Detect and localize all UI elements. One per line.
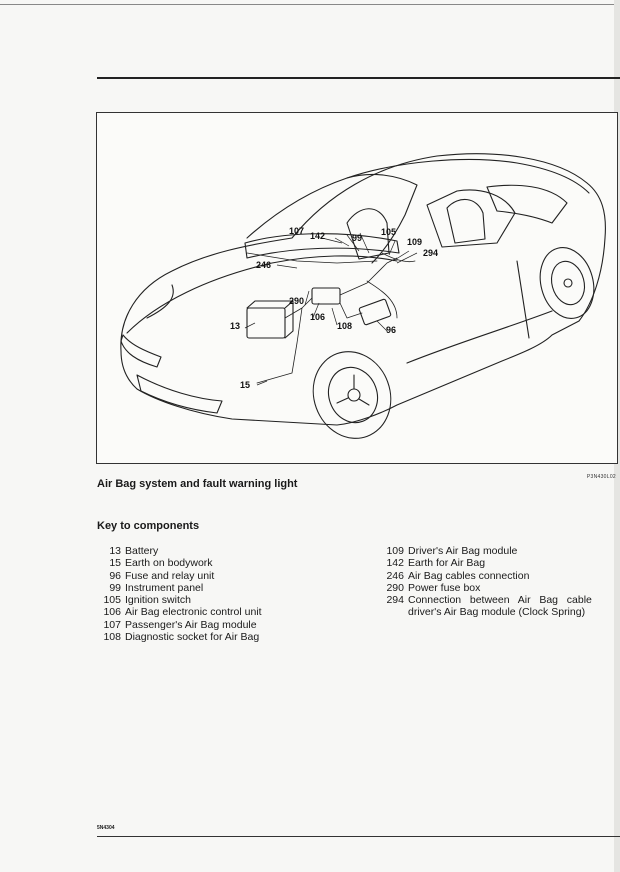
- callout-96: 96: [386, 325, 396, 335]
- hood-crease: [146, 284, 174, 319]
- top-edge-rule: [0, 4, 620, 5]
- component-row: 13 Battery: [97, 545, 357, 557]
- component-number: 109: [386, 545, 404, 557]
- callout-13: 13: [230, 321, 240, 331]
- component-desc: Fuse and relay unit: [125, 569, 215, 582]
- figure-code: P3N430L02: [586, 474, 616, 480]
- component-number: 294: [386, 594, 404, 607]
- component-desc: Air Bag electronic control unit: [125, 606, 262, 619]
- component-number: 106: [103, 606, 121, 619]
- callout-105: 105: [381, 227, 396, 237]
- callout-106: 106: [310, 312, 325, 322]
- callout-99: 99: [352, 233, 362, 243]
- component-number: 142: [386, 557, 404, 570]
- front-wheel: [312, 351, 392, 439]
- callout-15: 15: [240, 380, 250, 390]
- airbag-ecu: [311, 287, 341, 305]
- grille: [136, 374, 223, 414]
- component-row: 99 Instrument panel: [97, 582, 357, 594]
- component-row-continuation: driver's Air Bag module (Clock Spring): [380, 606, 620, 618]
- component-desc: Passenger's Air Bag module: [125, 618, 257, 631]
- component-number: 107: [103, 618, 121, 631]
- component-row: 109 Driver's Air Bag module: [380, 545, 620, 557]
- callout-109: 109: [407, 237, 422, 247]
- header-rule: [97, 77, 620, 79]
- component-desc: Instrument panel: [125, 581, 204, 594]
- component-number: 290: [386, 581, 404, 594]
- component-desc: Battery: [125, 545, 159, 557]
- callout-290: 290: [289, 296, 304, 306]
- component-number: 246: [386, 569, 404, 582]
- headlight: [120, 334, 162, 368]
- hood-line: [126, 255, 398, 334]
- callout-107: 107: [289, 226, 304, 236]
- dashboard: [244, 233, 400, 259]
- airbag-system-figure: 107 142 99 105 109 294 246 290 106 108 1…: [96, 112, 618, 464]
- roof-line: [346, 158, 590, 194]
- component-desc: Air Bag cables connection: [408, 569, 530, 582]
- side-window: [426, 189, 516, 248]
- wiring: [246, 252, 398, 384]
- figure-caption: Air Bag system and fault warning light: [97, 478, 298, 490]
- rear-wheel: [539, 247, 595, 319]
- car-cutaway-illustration: 107 142 99 105 109 294 246 290 106 108 1…: [120, 153, 606, 439]
- component-row: 107 Passenger's Air Bag module: [97, 619, 357, 631]
- callout-246: 246: [256, 260, 271, 270]
- component-desc: Connection between Air Bag cable: [408, 594, 592, 607]
- component-desc: driver's Air Bag module (Clock Spring): [408, 606, 586, 619]
- components-list-left: 13 Battery 15 Earth on bodywork 96 Fuse and…: [97, 545, 357, 643]
- component-number: 99: [109, 581, 121, 594]
- component-row: 105 Ignition switch: [97, 594, 357, 606]
- seats: [346, 199, 486, 260]
- component-number: 13: [109, 545, 121, 557]
- component-row: 106 Air Bag electronic control unit: [97, 606, 357, 618]
- key-title: Key to components: [97, 520, 200, 532]
- component-number: 105: [103, 594, 121, 607]
- component-row: 290 Power fuse box: [380, 582, 620, 594]
- component-row: 96 Fuse and relay unit: [97, 570, 357, 582]
- component-row: 15 Earth on bodywork: [97, 557, 357, 569]
- callout-142: 142: [310, 231, 325, 241]
- leader-lines: [244, 232, 418, 386]
- windshield-outline: [246, 173, 418, 264]
- component-row: 142 Earth for Air Bag: [380, 557, 620, 569]
- component-number: 15: [109, 557, 121, 570]
- car-body-outline: [120, 153, 606, 426]
- component-row: 108 Diagnostic socket for Air Bag: [97, 631, 357, 643]
- fuse-box: [358, 298, 392, 326]
- component-desc: Earth on bodywork: [125, 557, 213, 570]
- component-number: 108: [103, 631, 121, 644]
- component-desc: Driver's Air Bag module: [408, 545, 518, 557]
- footer-rule: [97, 836, 620, 837]
- component-row: 294 Connection between Air Bag cable: [380, 594, 620, 606]
- rear-window: [486, 184, 568, 224]
- component-desc: Earth for Air Bag: [408, 557, 486, 570]
- component-desc: Diagnostic socket for Air Bag: [125, 631, 260, 644]
- callout-108: 108: [337, 321, 352, 331]
- component-desc: Power fuse box: [408, 581, 481, 594]
- callout-294: 294: [423, 248, 438, 258]
- component-number: 96: [109, 569, 121, 582]
- component-row: 246 Air Bag cables connection: [380, 570, 620, 582]
- components-list-right: 109 Driver's Air Bag module 142 Earth for …: [380, 545, 620, 619]
- footer-code: 5N4304: [97, 825, 115, 831]
- component-desc: Ignition switch: [125, 594, 191, 607]
- battery: [246, 307, 286, 339]
